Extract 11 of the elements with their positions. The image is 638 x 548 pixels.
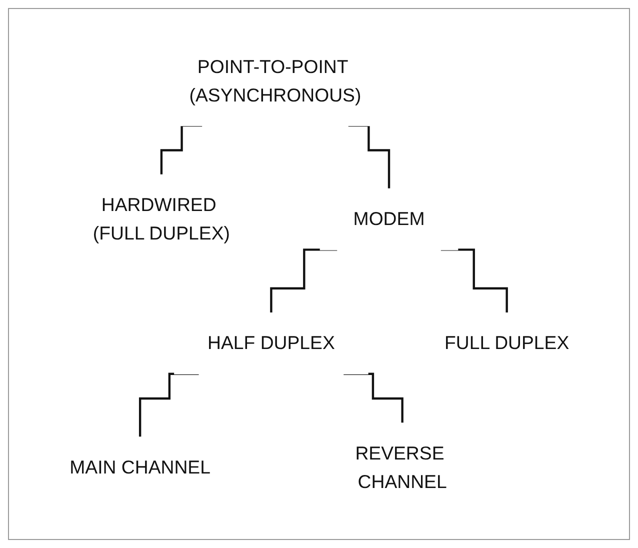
node-text: REVERSE CHANNEL: [354, 442, 446, 492]
tree-diagram: POINT-TO-POINT (ASYNCHRONOUS) HARDWIRED (FULL DUPLEX) MODEM HALF DUPLEX FULL DUPLEX MAIN CHANNEL REVERSE CHANNEL: [28, 28, 610, 520]
node-text: HARDWIRED (FULL DUPLEX): [92, 194, 230, 244]
connector: [440, 248, 508, 314]
connector: [343, 372, 404, 424]
connector: [348, 124, 390, 190]
node-text: MAIN CHANNEL: [69, 456, 210, 478]
connector: [160, 124, 202, 176]
connector: [270, 248, 337, 314]
node-text: FULL DUPLEX: [444, 332, 569, 354]
connector: [138, 372, 198, 438]
